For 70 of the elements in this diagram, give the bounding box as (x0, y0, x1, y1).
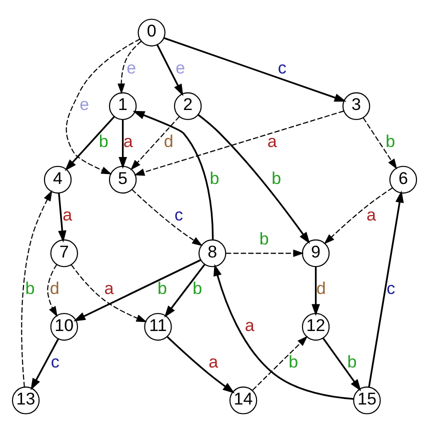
arrow (66, 38, 140, 174)
arrow (214, 264, 354, 400)
edge-label: c (174, 205, 184, 224)
node-circle: 6 (389, 165, 418, 194)
node-circle: 7 (50, 238, 78, 267)
edge-label: b (288, 352, 298, 372)
node-circle: 13 (12, 386, 40, 414)
arrow (322, 337, 362, 391)
arrow (64, 115, 115, 170)
arrow (198, 114, 310, 244)
arrow (70, 264, 148, 322)
arrow (368, 190, 404, 387)
node-circle: 0 (138, 18, 166, 46)
node-circle: 9 (302, 238, 330, 267)
edge-label: b (347, 352, 357, 372)
arrow (134, 110, 344, 176)
node-circle: 15 (353, 386, 381, 414)
arrow (73, 258, 202, 321)
arrow (21, 190, 52, 387)
edge-label: e (126, 58, 136, 77)
node-circle: 4 (44, 165, 72, 194)
arrow (164, 263, 206, 318)
arrow (132, 110, 214, 240)
node-circle: 10 (50, 312, 78, 340)
node-circle: 14 (229, 386, 258, 414)
arrow (226, 249, 304, 257)
arrow (324, 186, 393, 244)
edge-label: a (104, 278, 114, 298)
node-circle: 12 (302, 312, 330, 340)
edge-label: b (98, 131, 108, 150)
edge-label: a (62, 205, 72, 224)
edge-label: b (192, 278, 202, 298)
arrow (156, 44, 184, 96)
arrow (166, 336, 235, 393)
arrow (132, 188, 203, 246)
arrow (164, 36, 346, 102)
node-circle: 1 (108, 92, 137, 120)
arrow (58, 192, 66, 242)
arrow (362, 116, 398, 169)
edge-label: a (208, 352, 218, 372)
edge-label: b (272, 168, 282, 188)
edge-label: b (25, 278, 35, 298)
arrow (47, 264, 58, 317)
edge-label: c (50, 352, 60, 372)
edge-label: d (316, 278, 326, 298)
node-circle: 5 (108, 165, 137, 194)
edge-label: a (244, 315, 254, 334)
arrow (312, 266, 320, 316)
edge-label: e (80, 94, 90, 114)
edge-label: b (210, 168, 220, 188)
edge-label: c (278, 58, 286, 77)
edge-label: a (366, 205, 376, 224)
node-circle: 3 (342, 92, 370, 120)
arrow (118, 40, 142, 94)
arrow (252, 335, 308, 390)
edge-label: d (50, 278, 60, 298)
edge-label: b (259, 229, 269, 248)
arrow (130, 116, 180, 170)
edge-label: d (164, 131, 174, 150)
edge-label: a (123, 131, 133, 150)
node-circle: 8 (198, 238, 226, 267)
edge-label: a (267, 131, 277, 150)
edge-label: b (158, 278, 167, 298)
node-circle: 2 (174, 92, 202, 120)
node-circle: 11 (144, 312, 172, 340)
arrow (118, 119, 127, 168)
edge-label: e (176, 58, 186, 77)
arrow (30, 338, 59, 390)
edge-label: c (386, 278, 396, 298)
edge-label: b (386, 131, 396, 150)
